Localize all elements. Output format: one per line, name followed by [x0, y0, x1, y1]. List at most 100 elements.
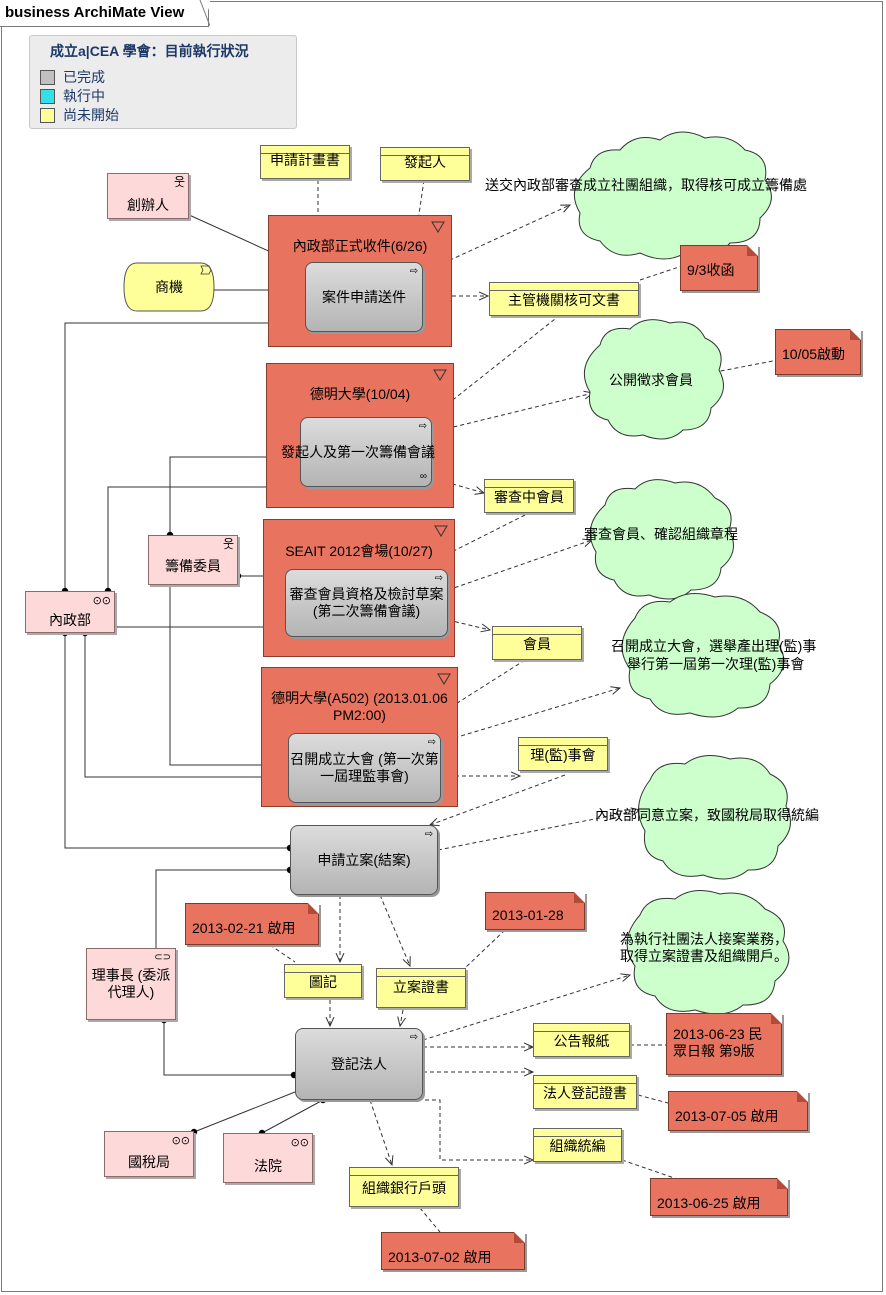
location-icon: [434, 525, 448, 537]
object-header-line: [490, 290, 638, 291]
actor-moi[interactable]: 內政部⊙⊙: [25, 591, 115, 633]
note-fold: [850, 329, 861, 340]
location-icon: [437, 673, 451, 685]
legend-swatch: [40, 88, 55, 104]
group-label: 德明大學(10/04): [309, 386, 411, 402]
process-arrow-icon: ⇨: [409, 266, 418, 277]
note-seal-date[interactable]: 2013-02-21 啟用: [185, 903, 319, 945]
location-icon: [433, 369, 447, 381]
object-label: 主管機關核可文書: [508, 292, 620, 308]
object-approval-doc[interactable]: 主管機關核可文書: [489, 282, 639, 316]
process-arrow-icon: ⇨: [427, 737, 436, 748]
event-opportunity[interactable]: 商機: [123, 262, 215, 312]
object-header-line: [485, 487, 573, 488]
process-first-prep-meeting[interactable]: 發起人及第一次籌備會議 ⇨ ∞: [281, 417, 435, 487]
object-tax-id[interactable]: 組織統編: [533, 1128, 622, 1162]
object-board[interactable]: 理(監)事會: [518, 737, 608, 771]
actor-label: 法院: [254, 1157, 282, 1174]
actor-label: 理事長 (委派代理人): [91, 967, 171, 1000]
object-header-line: [534, 1031, 629, 1032]
object-legal-entity-cert[interactable]: 法人登記證書: [533, 1075, 637, 1109]
object-header-line: [534, 1083, 636, 1084]
note-fold: [574, 892, 585, 903]
actor-tax-bureau[interactable]: 國稅局⊙⊙: [104, 1131, 194, 1177]
object-label: 審查中會員: [494, 489, 564, 505]
actor-chairman[interactable]: 理事長 (委派代理人) ⊂⊃: [86, 948, 176, 1020]
object-registration-cert[interactable]: 立案證書: [376, 968, 466, 1008]
process-legal-registration[interactable]: 登記法人⇨: [295, 1028, 423, 1100]
person-icon: 웃: [173, 175, 185, 189]
note-fold: [771, 1013, 782, 1024]
actor-label: 國稅局: [128, 1153, 170, 1170]
note-legal-cert-date[interactable]: 2013-07-05 啟用: [668, 1091, 808, 1131]
cloud-goal-first-meeting[interactable]: 舉行第一屆第一次理(監)事會: [627, 656, 805, 672]
object-header-line: [285, 972, 361, 973]
group-label: SEAIT 2012會場(10/27): [285, 543, 433, 559]
object-members-reviewing[interactable]: 審查中會員: [484, 479, 574, 513]
note-newspaper-date[interactable]: 2013-06-23 民眾日報 第9版: [666, 1013, 782, 1075]
object-label: 組織銀行戶頭: [362, 1180, 446, 1196]
legend-title: 成立a|CEA 學會：目前執行狀況: [50, 43, 249, 59]
process-arrow-icon: ⇨: [424, 829, 433, 840]
note-fold: [797, 1091, 808, 1102]
note-started[interactable]: 10/05啟動: [775, 329, 861, 375]
note-text: 2013-06-25 啟用: [657, 1195, 761, 1211]
object-label: 圖記: [309, 974, 337, 990]
object-header-line: [350, 1175, 458, 1176]
role-icon: ⊂⊃: [154, 952, 171, 963]
tab-corner-icon: [190, 0, 210, 26]
object-seal[interactable]: 圖記: [284, 964, 362, 998]
process-arrow-icon: ⇨: [418, 421, 427, 432]
note-text: 眾日報 第9版: [673, 1043, 755, 1059]
object-label: 理(監)事會: [530, 747, 596, 763]
legend-label: 執行中: [63, 88, 105, 104]
note-text: 2013-01-28: [492, 907, 564, 923]
note-tax-id-date[interactable]: 2013-06-25 啟用: [650, 1178, 788, 1216]
object-label: 發起人: [404, 154, 446, 170]
note-cert-date[interactable]: 2013-01-28: [485, 892, 585, 930]
object-header-line: [377, 976, 465, 977]
cloud-goal-bank[interactable]: 取得立案證書及組織開戶。: [620, 948, 788, 964]
object-plan[interactable]: 申請計畫書: [260, 145, 350, 179]
object-header-line: [381, 155, 469, 156]
event-shape: [123, 262, 215, 312]
legend-label: 已完成: [63, 69, 105, 85]
actor-court[interactable]: 法院 ⊙⊙: [223, 1133, 313, 1183]
role-icon: ⊙⊙: [290, 1137, 309, 1149]
cloud-goal-business[interactable]: 為執行社團法人接案業務，: [620, 931, 788, 947]
process-member-review[interactable]: 審查會員資格及檢討草案 (第二次籌備會議)⇨: [285, 569, 448, 637]
loop-icon: ∞: [419, 471, 427, 482]
object-label: 公告報紙: [553, 1033, 610, 1049]
object-initiator[interactable]: 發起人: [380, 147, 470, 181]
object-newspaper-notice[interactable]: 公告報紙: [533, 1023, 630, 1057]
process-label: 發起人及第一次籌備會議: [281, 443, 435, 460]
cloud-goal-review[interactable]: 審查會員、確認組織章程: [584, 526, 738, 542]
object-bank-account[interactable]: 組織銀行戶頭: [349, 1167, 459, 1207]
note-bank-date[interactable]: 2013-07-02 啟用: [381, 1232, 525, 1270]
legend: 成立a|CEA 學會：目前執行狀況 已完成 執行中 尚未開始: [29, 35, 297, 129]
actor-label: 內政部: [49, 611, 91, 628]
legend-item-done: 已完成: [40, 67, 105, 87]
process-registration-close[interactable]: 申請立案(結案)⇨: [290, 825, 438, 895]
group-label: 內政部正式收件(6/26): [292, 238, 428, 254]
process-label: 案件申請送件: [322, 288, 406, 305]
note-fold: [308, 903, 319, 914]
cloud-goal-registration[interactable]: 內政部同意立案，致國稅局取得統編: [595, 807, 819, 823]
event-label: 商機: [155, 278, 183, 295]
note-received[interactable]: 9/3收函: [680, 245, 758, 291]
cloud-goal-election[interactable]: 召開成立大會，選舉產出理(監)事: [611, 638, 817, 654]
object-label: 會員: [523, 636, 551, 652]
cloud-goal-recruit[interactable]: 公開徵求會員: [609, 372, 693, 388]
group-label: 德明大學(A502) (2013.01.06 PM2:00): [271, 690, 448, 723]
note-text: 2013-02-21 啟用: [192, 920, 296, 936]
cloud-goal-approval[interactable]: 送交內政部審查成立社團組織，取得核可成立籌備處: [485, 177, 807, 193]
process-founding-assembly[interactable]: 召開成立大會 (第一次第一屆理監事會)⇨: [288, 733, 441, 803]
object-member[interactable]: 會員: [492, 626, 582, 660]
object-header-line: [261, 153, 349, 154]
legend-item-notstarted: 尚未開始: [40, 105, 119, 125]
process-case-submission[interactable]: 案件申請送件⇨: [305, 262, 423, 332]
